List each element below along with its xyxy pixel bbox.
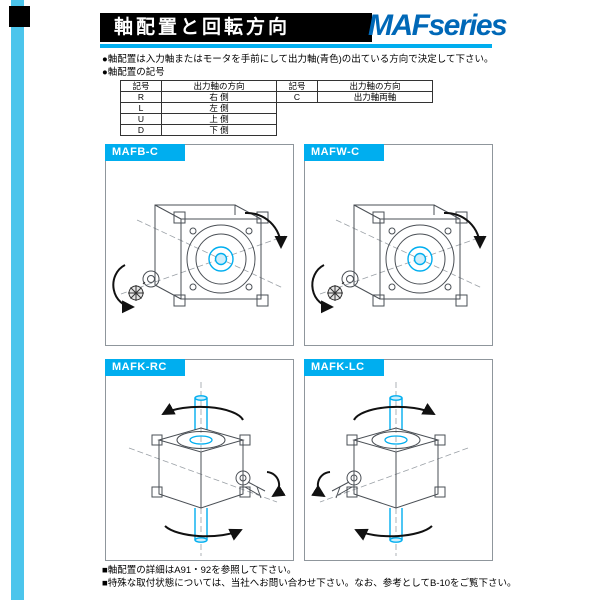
footer-notes: ■軸配置の詳細はA91・92を参照して下さい。 ■特殊な取付状態については、当社… — [102, 565, 517, 590]
symbol-table-right: 記号 出力軸の方向 C 出力軸両軸 — [276, 80, 433, 103]
gearbox-drawing-vertical — [308, 378, 488, 558]
direction-cell: 右 側 — [161, 91, 277, 103]
direction-cell: 出力軸両軸 — [317, 91, 433, 103]
column-header: 記号 — [120, 80, 162, 92]
symbol-cell: C — [276, 91, 318, 103]
note-line: ●軸配置は入力軸またはモータを手前にして出力軸(青色)の出ている方向で決定して下… — [102, 54, 494, 65]
page-edge-strip — [11, 0, 24, 600]
panel-label: MAFK-RC — [105, 359, 185, 376]
page-corner-mark — [9, 6, 30, 27]
title-underline — [100, 44, 492, 48]
panel-mafk-rc: MAFK-RC — [105, 359, 294, 561]
gearbox-drawing-horizontal — [308, 163, 488, 343]
table-row: U 上 側 — [120, 113, 277, 125]
footer-line: ■特殊な取付状態については、当社へお問い合わせ下さい。なお、参考としてB-10を… — [102, 577, 517, 589]
table-row: R 右 側 — [120, 91, 277, 103]
panel-label: MAFB-C — [105, 144, 185, 161]
footer-line: ■軸配置の詳細はA91・92を参照して下さい。 — [102, 565, 297, 576]
shaft-symbol-tables: 記号 出力軸の方向 R 右 側 L 左 側 U 上 側 D 下 側 記号 出力軸… — [120, 80, 433, 136]
intro-notes: ●軸配置は入力軸またはモータを手前にして出力軸(青色)の出ている方向で決定して下… — [102, 54, 494, 79]
table-row: C 出力軸両軸 — [276, 91, 433, 103]
column-header: 記号 — [276, 80, 318, 92]
gearbox-drawing-horizontal — [109, 163, 289, 343]
table-header-row: 記号 出力軸の方向 — [276, 80, 433, 92]
column-header: 出力軸の方向 — [161, 80, 277, 92]
symbol-cell: L — [120, 102, 162, 114]
symbol-cell: U — [120, 113, 162, 125]
symbol-cell: R — [120, 91, 162, 103]
gearbox-drawing-vertical — [109, 378, 289, 558]
symbol-table-left: 記号 出力軸の方向 R 右 側 L 左 側 U 上 側 D 下 側 — [120, 80, 277, 136]
direction-cell: 左 側 — [161, 102, 277, 114]
panel-mafk-lc: MAFK-LC — [304, 359, 493, 561]
page-title: 軸配置と回転方向 — [100, 13, 372, 42]
direction-cell: 上 側 — [161, 113, 277, 125]
table-row: D 下 側 — [120, 124, 277, 136]
symbol-cell: D — [120, 124, 162, 136]
panel-mafb-c: MAFB-C — [105, 144, 294, 346]
panel-label: MAFK-LC — [304, 359, 384, 376]
panel-mafw-c: MAFW-C — [304, 144, 493, 346]
panel-label: MAFW-C — [304, 144, 384, 161]
column-header: 出力軸の方向 — [317, 80, 433, 92]
table-header-row: 記号 出力軸の方向 — [120, 80, 277, 92]
note-line: ●軸配置の記号 — [102, 66, 165, 78]
series-logo: MAFseries — [368, 9, 508, 42]
direction-cell: 下 側 — [161, 124, 277, 136]
table-row: L 左 側 — [120, 102, 277, 114]
